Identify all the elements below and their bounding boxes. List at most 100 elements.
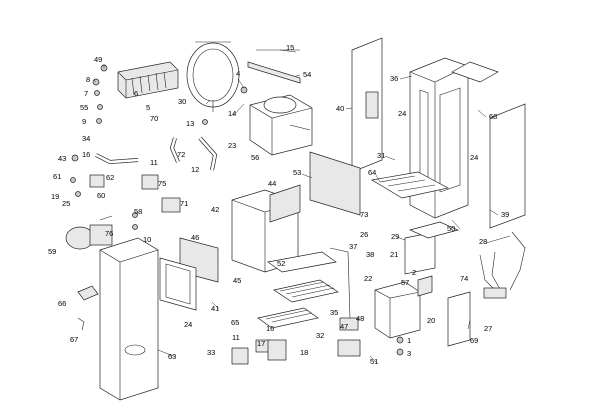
- callout-label: 58: [134, 207, 142, 216]
- callout-label: 26: [360, 230, 368, 239]
- callout-label: 30: [178, 97, 186, 106]
- callout-label: 50: [447, 224, 455, 233]
- callout-label: 13: [186, 119, 194, 128]
- callout-label: 33: [207, 348, 215, 357]
- expansion-vessel-part: [186, 41, 240, 112]
- back-frame-part: [351, 37, 383, 173]
- callout-label: 29: [391, 232, 399, 241]
- callout-label: 73: [360, 210, 368, 219]
- callout-label: 15: [286, 43, 294, 52]
- callout-label: 24: [470, 153, 478, 162]
- callout-label: 74: [460, 274, 468, 283]
- tray-64-part: [371, 171, 450, 199]
- callout-label: 4: [236, 69, 240, 78]
- side-panel-68-part: [451, 61, 499, 83]
- callout-label: 52: [277, 259, 285, 268]
- callout-label: 38: [366, 250, 374, 259]
- callout-label: 35: [330, 308, 338, 317]
- callout-label: 68: [489, 112, 497, 121]
- callout-label: 21: [390, 250, 398, 259]
- callout-label: 16: [266, 324, 274, 333]
- small-fittings: [70, 64, 248, 230]
- callout-label: 40: [336, 104, 344, 113]
- callout-label: 69: [470, 336, 478, 345]
- front-casing-part: [99, 237, 159, 401]
- callout-label: 56: [251, 153, 259, 162]
- callout-label: 75: [158, 179, 166, 188]
- callout-label: 28: [479, 237, 487, 246]
- callout-label: 63: [168, 352, 176, 361]
- callout-label: 24: [398, 109, 406, 118]
- callout-label: 72: [177, 150, 185, 159]
- callout-label: 54: [303, 70, 311, 79]
- callout-label: 8: [86, 75, 90, 84]
- callout-label: 18: [300, 348, 308, 357]
- callout-label: 44: [268, 179, 276, 188]
- panel-69-part: [447, 291, 471, 347]
- callout-label: 55: [80, 103, 88, 112]
- callout-label: 14: [228, 109, 236, 118]
- callout-label: 10: [143, 235, 151, 244]
- callout-label: 37: [349, 242, 357, 251]
- callout-label: 19: [51, 192, 59, 201]
- callout-label: 59: [48, 247, 56, 256]
- callout-label: 41: [211, 304, 219, 313]
- callout-label: 60: [97, 191, 105, 200]
- pipe-34-part: [104, 99, 161, 150]
- panel-53-part: [309, 151, 361, 216]
- callout-label: 47: [340, 322, 348, 331]
- callout-label: 71: [180, 199, 188, 208]
- callout-label: 67: [70, 335, 78, 344]
- callout-label: 6: [134, 89, 138, 98]
- window-41-part: [159, 257, 197, 311]
- callout-label: 49: [94, 55, 102, 64]
- callout-label: 32: [316, 331, 324, 340]
- panel-21-part: [404, 231, 436, 297]
- callout-label: 22: [364, 274, 372, 283]
- callout-label: 66: [58, 299, 66, 308]
- callout-label: 2: [412, 268, 416, 277]
- control-box-part: [374, 281, 421, 339]
- callout-label: 1: [407, 336, 411, 345]
- callout-label: 65: [231, 318, 239, 327]
- leader-lines: [93, 49, 511, 363]
- callout-label: 45: [233, 276, 241, 285]
- callout-label: 27: [484, 324, 492, 333]
- callout-label: 43: [58, 154, 66, 163]
- callout-label: 23: [228, 141, 236, 150]
- callout-label: 24: [184, 320, 192, 329]
- callout-label: 17: [257, 339, 265, 348]
- bracket-29-part: [408, 221, 460, 239]
- fan-hood-part: [249, 94, 313, 156]
- side-panel-39-part: [489, 103, 526, 229]
- callout-label: 62: [106, 173, 114, 182]
- callout-label: 53: [293, 168, 301, 177]
- callout-label: 61: [53, 172, 61, 181]
- callout-label: 57: [401, 278, 409, 287]
- callout-label: 25: [62, 199, 70, 208]
- part-66-67: [77, 285, 99, 331]
- callout-label: 3: [407, 349, 411, 358]
- pipe-62-part: [95, 136, 218, 171]
- callout-label: 42: [211, 205, 219, 214]
- heat-exchanger-part: [117, 61, 179, 99]
- callout-labels: 49 8 7 55 9 6 5 70 30 4 15 54 14 13 34 4…: [48, 43, 509, 366]
- callout-label: 39: [501, 210, 509, 219]
- callout-label: 31: [377, 151, 385, 160]
- callout-label: 70: [150, 114, 158, 123]
- callout-label: 16: [82, 150, 90, 159]
- callout-label: 48: [356, 314, 364, 323]
- callout-label: 11: [232, 333, 240, 342]
- callout-label: 51: [370, 357, 378, 366]
- callout-label: 11: [150, 158, 158, 167]
- callout-label: 20: [427, 316, 435, 325]
- valve-60-part: [89, 174, 181, 213]
- callout-label: 46: [191, 233, 199, 242]
- callout-label: 34: [82, 134, 90, 143]
- callout-label: 76: [105, 229, 113, 238]
- rod-part: [247, 49, 301, 84]
- pump-59-part: [65, 215, 113, 250]
- callout-label: 7: [84, 89, 88, 98]
